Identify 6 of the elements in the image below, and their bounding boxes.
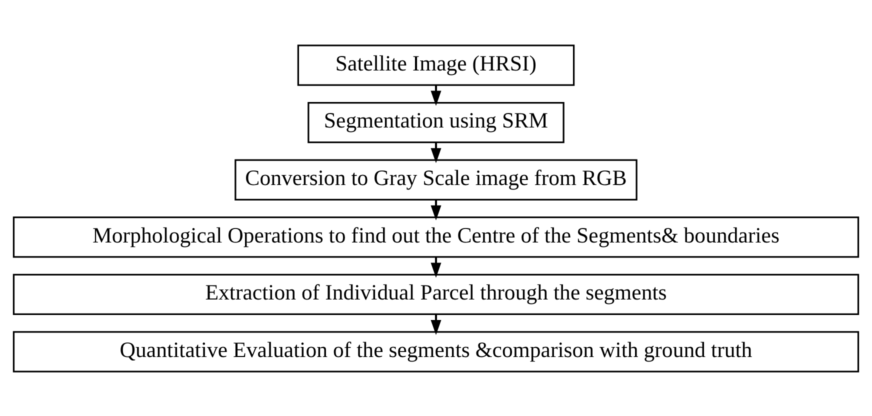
node-box: Conversion to Gray Scale image from RGB [234, 158, 638, 200]
node-box: Extraction of Individual Parcel through the segments [12, 273, 860, 315]
node-box: Quantitative Evaluation of the segments &comparison with ground truth [12, 330, 860, 372]
node-box: Segmentation using SRM [308, 101, 564, 143]
node-box: Morphological Operations to find out the Centre of the Segments& boundaries [12, 216, 860, 258]
node-box: Satellite Image (HRSI) [297, 44, 575, 86]
